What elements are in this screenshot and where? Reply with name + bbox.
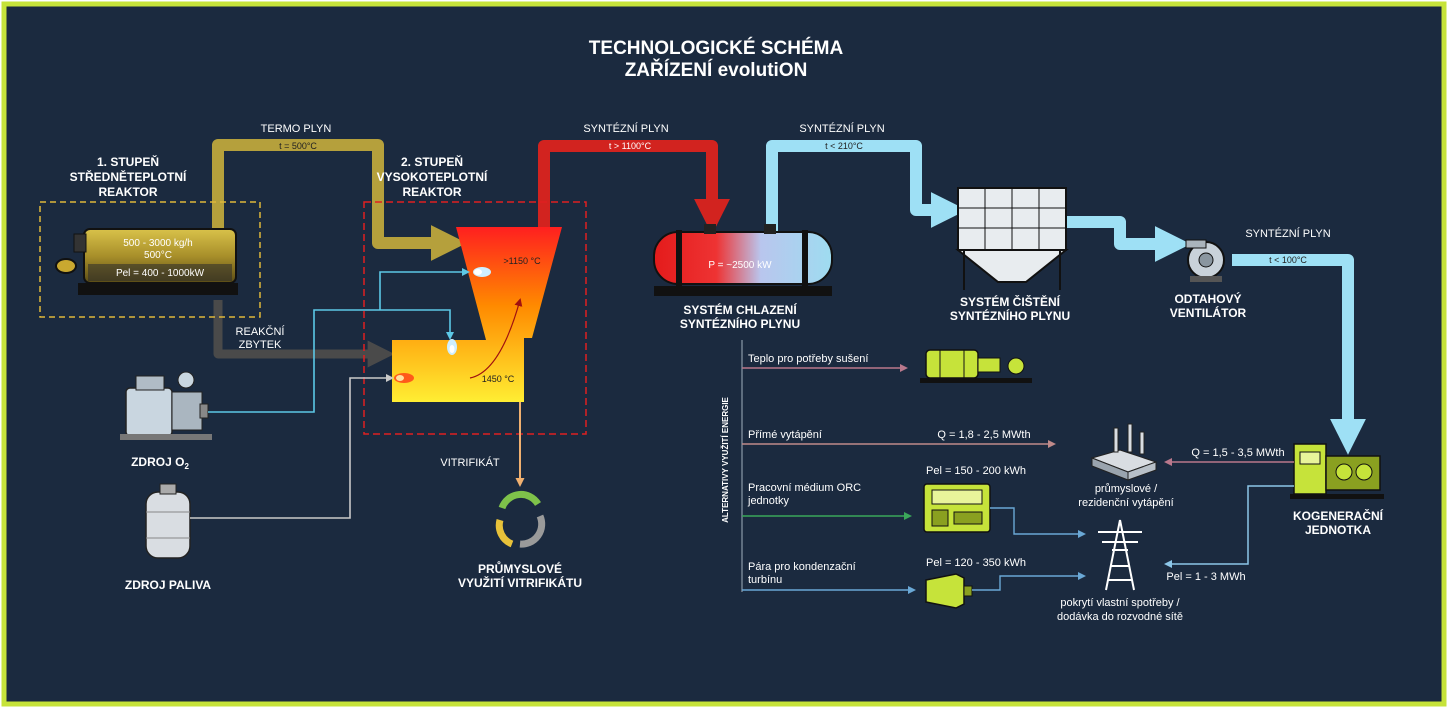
- steam-to-grid-line: [972, 572, 1086, 591]
- orc-to-grid-line: [990, 507, 1086, 538]
- fan-label-2: VENTILÁTOR: [1170, 305, 1247, 320]
- cooling-label-2: SYNTÉZNÍHO PLYNU: [680, 316, 800, 331]
- stage1-title-1: 1. STUPEŇ: [97, 154, 159, 169]
- chp-label-1: KOGENERAČNÍ: [1293, 508, 1384, 523]
- stage1-title-2: STŘEDNĚTEPLOTNÍ: [70, 169, 187, 184]
- flame-icon: [394, 267, 491, 383]
- stage2-title-2: VYSOKOTEPLOTNÍ: [377, 169, 488, 184]
- stage2-title-1: 2. STUPEŇ: [401, 154, 463, 169]
- grid-label-2: dodávka do rozvodné sítě: [1057, 611, 1183, 623]
- grid-label-1: pokrytí vlastní spotřeby /: [1060, 597, 1180, 609]
- vitrifikat-use-1: PRŮMYSLOVÉ: [478, 560, 562, 576]
- stage2-furnace: [392, 227, 562, 402]
- industry-label-2: rezidenční vytápění: [1078, 497, 1173, 509]
- orc-power: Pel = 150 - 200 kWh: [926, 465, 1026, 477]
- stage1-boundary: [39, 201, 261, 318]
- synthesis-gas-temp-3: t < 100°C: [1269, 255, 1307, 265]
- chp-engine-icon: [1290, 443, 1384, 499]
- fuel-source-label: ZDROJ PALIVA: [125, 578, 212, 592]
- direct-heating-q: Q = 1,8 - 2,5 MWth: [937, 429, 1030, 441]
- cleaning-label-1: SYSTÉM ČIŠTĚNÍ: [960, 294, 1061, 309]
- synthesis-gas-label-2: SYNTÉZNÍ PLYN: [799, 122, 884, 135]
- stage2-boundary: [363, 201, 587, 435]
- page-title-line1: TECHNOLOGICKÉ SCHÉMA: [589, 37, 844, 59]
- gas-cleaning-filter-icon: [955, 187, 1069, 290]
- flame-arrow-icon: [469, 298, 523, 379]
- stage1-feed: 500 - 3000 kg/h: [123, 238, 193, 249]
- vitrifikat-use-2: VYUŽITÍ VITRIFIKÁTU: [458, 575, 582, 590]
- cooling-system-icon: [653, 224, 833, 296]
- recycle-icon: [495, 490, 546, 548]
- cooling-label-1: SYSTÉM CHLAZENÍ: [683, 302, 797, 317]
- stage2-temp-bottom: 1450 °C: [482, 374, 515, 384]
- synthesis-gas-label-1: SYNTÉZNÍ PLYN: [583, 122, 668, 135]
- direct-heating-label: Přímé vytápění: [748, 429, 822, 441]
- steam-turbine-icon: [925, 573, 973, 609]
- synthesis-gas-cool-pipe-3: [1232, 254, 1366, 455]
- industry-label-1: průmyslové /: [1095, 483, 1158, 495]
- termo-gas-temp: t = 500°C: [279, 141, 317, 151]
- synthesis-gas-cool-pipe-2: [1066, 216, 1191, 262]
- drying-heat-label: Teplo pro potřeby sušení: [748, 353, 868, 365]
- exhaust-fan-icon: [1185, 239, 1225, 282]
- oxygen-line-2: [379, 268, 470, 310]
- alternatives-vertical-label: ALTERNATIVY VYUŽITÍ ENERGIE: [721, 396, 730, 522]
- chp-heat-q: Q = 1,5 - 3,5 MWth: [1191, 447, 1284, 459]
- termo-gas-label: TERMO PLYN: [261, 123, 332, 135]
- oxygen-line-1: [208, 309, 454, 413]
- fuel-line: [190, 374, 394, 519]
- cooling-power: P = ~2500 kW: [708, 260, 772, 271]
- chp-power-line: [1164, 485, 1294, 568]
- stage2-temp-top: >1150 °C: [503, 256, 541, 266]
- stage2-title-3: REAKTOR: [402, 185, 461, 199]
- steam-power: Pel = 120 - 350 kWh: [926, 557, 1026, 569]
- steam-label-2: turbínu: [748, 574, 782, 586]
- fuel-tank-icon: [145, 483, 191, 559]
- residue-label-2: ZBYTEK: [239, 339, 282, 351]
- synthesis-gas-temp-1: t > 1100°C: [609, 141, 652, 151]
- synthesis-gas-hot-pipe: [538, 140, 730, 235]
- chp-label-2: JEDNOTKA: [1305, 523, 1371, 537]
- orc-label-1: Pracovní médium ORC: [748, 482, 861, 494]
- termo-gas-pipe: [212, 139, 467, 261]
- chp-power-pel: Pel = 1 - 3 MWh: [1166, 571, 1245, 583]
- synthesis-gas-temp-2: t < 210°C: [825, 141, 863, 151]
- industrial-heating-icon: [1090, 423, 1158, 481]
- power-grid-tower-icon: [1098, 519, 1142, 591]
- dryer-icon: [920, 349, 1032, 383]
- vitrifikat-label: VITRIFIKÁT: [440, 456, 500, 469]
- stage1-title-3: REAKTOR: [98, 185, 157, 199]
- residue-label-1: REAKČNÍ: [236, 325, 286, 338]
- page-title-line2: ZAŘÍZENÍ evolutiON: [625, 59, 808, 81]
- stage1-reactor-body: [55, 228, 238, 295]
- stage1-temp: 500°C: [144, 250, 172, 261]
- steam-label-1: Pára pro kondenzační: [748, 561, 856, 573]
- oxygen-compressor-icon: [120, 371, 212, 440]
- fan-label-1: ODTAHOVÝ: [1174, 291, 1241, 306]
- orc-unit-icon: [923, 483, 991, 533]
- synthesis-gas-label-3: SYNTÉZNÍ PLYN: [1245, 227, 1330, 240]
- reaction-residue-pipe: [213, 300, 395, 368]
- orc-label-2: jednotky: [747, 495, 789, 507]
- cleaning-label-2: SYNTÉZNÍHO PLYNU: [950, 308, 1070, 323]
- oxygen-source-label: ZDROJ O2: [131, 455, 189, 471]
- stage1-power: Pel = 400 - 1000kW: [116, 268, 205, 279]
- synthesis-gas-cool-pipe-1: [766, 140, 967, 232]
